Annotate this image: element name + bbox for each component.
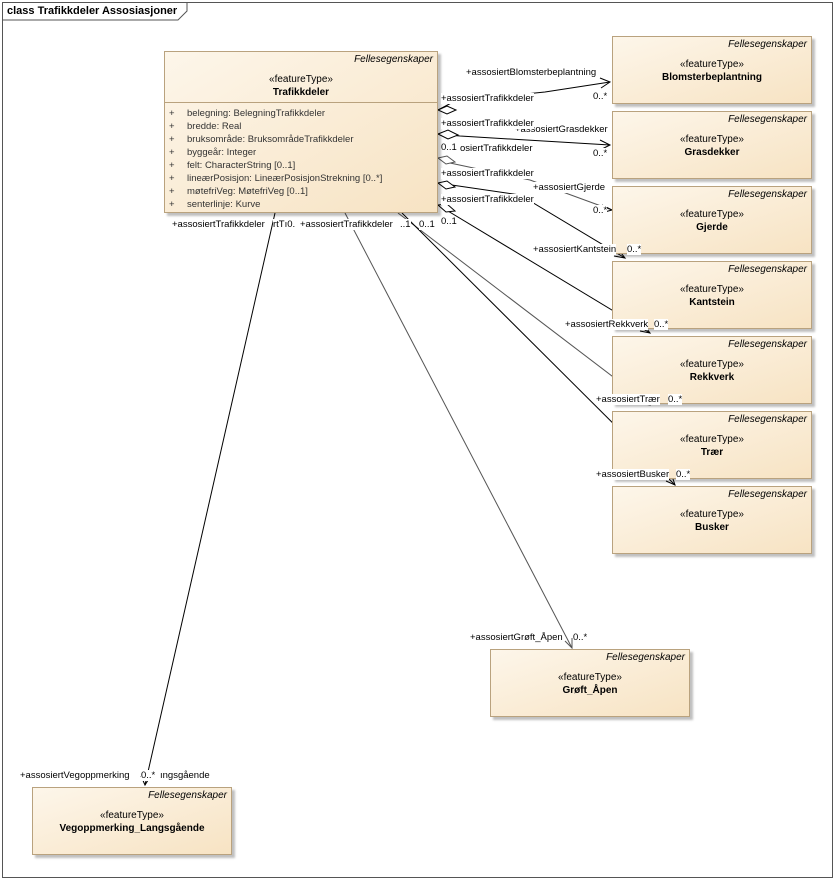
class-stereotype: «featureType»	[680, 284, 744, 295]
attribute-row: +bredde: Real	[169, 121, 242, 132]
multiplicity-label-gjerde: 0..*	[593, 205, 608, 216]
attribute-row: +byggeår: Integer	[169, 147, 257, 158]
role-label-source: +assosiertTrafikkdeler	[441, 93, 534, 104]
class-name: Grasdekker	[684, 147, 740, 158]
class-name: Busker	[695, 522, 729, 533]
multiplicity-label-vegoppmerking: 0..*	[141, 770, 156, 781]
class-groft-apen[interactable]: Fellesegenskaper «featureType» Grøft_Åpe…	[490, 649, 690, 717]
diagram-title: class Trafikkdeler Assosiasjoner	[7, 5, 178, 17]
role-label-source: osiertTrafikkdeler	[460, 143, 533, 154]
class-package: Fellesegenskaper	[728, 339, 807, 350]
arrow-busker	[665, 475, 676, 486]
class-kantstein[interactable]: Fellesegenskaper «featureType» Kantstein	[612, 261, 812, 329]
class-package: Fellesegenskaper	[728, 489, 807, 500]
role-label-busker: +assosiertBusker	[596, 469, 670, 480]
class-stereotype: «featureType»	[680, 209, 744, 220]
multiplicity-label-blomsterbeplantning: 0..*	[593, 91, 608, 102]
attribute-row: +belegning: BelegningTrafikkdeler	[169, 108, 326, 119]
class-stereotype: «featureType»	[100, 810, 164, 821]
class-package: Fellesegenskaper	[728, 189, 807, 200]
class-package: Fellesegenskaper	[148, 790, 227, 801]
class-name: Gjerde	[696, 222, 728, 233]
class-name: Trafikkdeler	[272, 87, 330, 98]
role-label-traer: +assosiertTrær	[596, 394, 660, 405]
attribute-separator	[165, 102, 437, 103]
role-label-source: +assosiertTrafikkdeler	[441, 118, 534, 129]
class-stereotype: «featureType»	[269, 74, 333, 85]
multiplicity-label-grasdekker: 0..*	[593, 148, 608, 159]
multiplicity-label-traer: 0..*	[668, 394, 683, 405]
aggregation-diamond-gjerde	[436, 155, 457, 165]
multiplicity-label-source: 0..1	[441, 216, 457, 227]
role-label-gjerde: +assosiertGjerde	[533, 182, 606, 193]
multiplicity-label-source: 0..1	[441, 142, 457, 153]
class-package: Fellesegenskaper	[728, 264, 807, 275]
arrow-blomster	[599, 77, 612, 89]
class-stereotype: «featureType»	[680, 59, 744, 70]
attribute-row: +senterlinje: Kurve	[169, 199, 261, 210]
class-stereotype: «featureType»	[680, 359, 744, 370]
aggregation-diamond-rekkverk	[436, 203, 457, 213]
role-label-vegoppmerking: +assosiertVegoppmerking	[20, 770, 130, 781]
multiplicity-label-busker: 0..*	[676, 469, 691, 480]
attribute-row: +felt: CharacterString [0..1]	[169, 160, 296, 171]
role-label-source: +assosiertTrafikkdeler	[172, 219, 265, 230]
class-gjerde[interactable]: Fellesegenskaper «featureType» Gjerde	[612, 186, 812, 254]
role-label-rekkverk: +assosiertRekkverk	[565, 319, 649, 330]
class-busker[interactable]: Fellesegenskaper «featureType» Busker	[612, 486, 812, 554]
class-package: Fellesegenskaper	[606, 652, 685, 663]
arrow-groft	[564, 638, 573, 650]
multiplicity-label-groft-apen: 0..*	[573, 632, 588, 643]
class-name: Rekkverk	[689, 372, 735, 383]
class-package: Fellesegenskaper	[728, 114, 807, 125]
aggregation-diamond-kantstein	[436, 180, 457, 190]
class-package: Fellesegenskaper	[728, 414, 807, 425]
assoc-groft	[344, 212, 573, 649]
role-label-groft-apen: +assosiertGrøft_Åpen	[470, 632, 563, 643]
class-name: Trær	[700, 447, 724, 458]
role-label-source-overlap: rtTı0.	[273, 219, 296, 230]
role-label-grasdekker: +assosiertGrasdekker	[515, 124, 608, 135]
class-stereotype: «featureType»	[680, 509, 744, 520]
class-rekkverk[interactable]: Fellesegenskaper «featureType» Rekkverk	[612, 336, 812, 404]
class-name: Blomsterbeplantning	[661, 72, 762, 83]
multiplicity-label-source: 0..1	[419, 219, 435, 230]
class-grasdekker[interactable]: Fellesegenskaper «featureType» Grasdekke…	[612, 111, 812, 179]
role-label-blomsterbeplantning: +assosiertBlomsterbeplantning	[466, 67, 597, 78]
aggregation-diamond-blomster	[436, 105, 458, 115]
role-label-source: +assosiertTrafikkdeler	[300, 219, 393, 230]
assoc-vegopp	[144, 212, 276, 786]
class-stereotype: «featureType»	[680, 434, 744, 445]
class-vegoppmerking-langsgaende[interactable]: Fellesegenskaper «featureType» Vegoppmer…	[32, 787, 232, 855]
role-label-vegoppmerking-overlap: ıngsgående	[160, 770, 210, 781]
multiplicity-label-source: ..1	[400, 219, 411, 230]
class-name: Kantstein	[689, 297, 735, 308]
role-label-kantstein: +assosiertKantstein	[533, 244, 617, 255]
assoc-traer	[397, 212, 651, 406]
attribute-row: +møtefriVeg: MøtefriVeg [0..1]	[169, 186, 308, 197]
class-traer[interactable]: Fellesegenskaper «featureType» Trær	[612, 411, 812, 479]
multiplicity-label-kantstein: 0..*	[627, 244, 642, 255]
class-package: Fellesegenskaper	[354, 54, 433, 65]
class-stereotype: «featureType»	[558, 672, 622, 683]
class-trafikkdeler[interactable]: Fellesegenskaper «featureType» Trafikkde…	[164, 51, 438, 213]
class-blomsterbeplantning[interactable]: Fellesegenskaper «featureType» Blomsterb…	[612, 36, 812, 104]
role-label-source: +assosiertTrafikkdeler	[441, 168, 534, 179]
attribute-row: +lineærPosisjon: LineærPosisjonStrekning…	[169, 173, 383, 184]
multiplicity-label-rekkverk: 0..*	[654, 319, 669, 330]
class-stereotype: «featureType»	[680, 134, 744, 145]
class-name: Vegoppmerking_Langsgående	[59, 823, 205, 834]
frame-tab-shape	[2, 2, 188, 21]
role-label-source: +assosiertTrafikkdeler	[441, 194, 534, 205]
class-package: Fellesegenskaper	[728, 39, 807, 50]
aggregation-diamond-gras	[436, 129, 460, 140]
attribute-row: +bruksområde: BruksområdeTrafikkdeler	[169, 134, 354, 145]
class-name: Grøft_Åpen	[562, 685, 618, 696]
